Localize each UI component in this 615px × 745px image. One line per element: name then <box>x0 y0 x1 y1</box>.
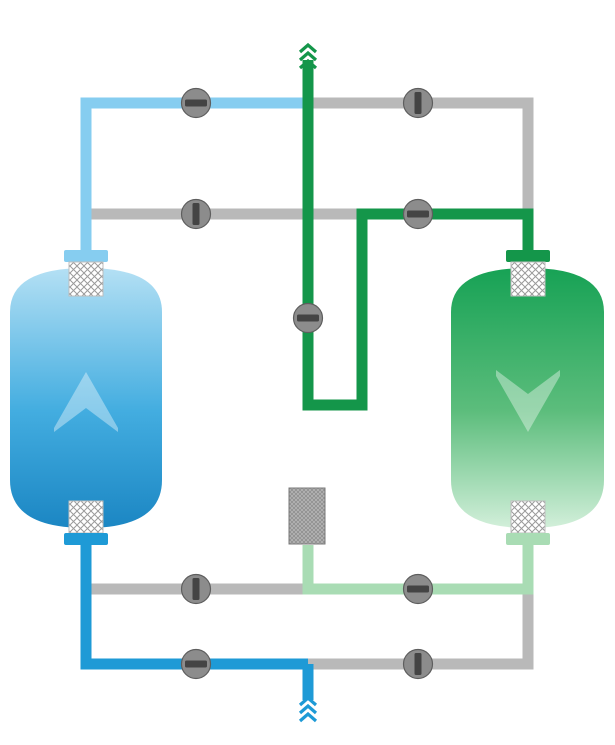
valve-center-vertical[interactable] <box>292 302 324 334</box>
valve-bottom-right[interactable] <box>402 648 434 680</box>
outlet-flow-arrows <box>298 42 318 70</box>
valve-top-left[interactable] <box>180 87 212 119</box>
down-arrow-icon <box>496 370 560 432</box>
left-tower-body <box>10 268 162 528</box>
left-tower-bottom-cap <box>64 533 108 545</box>
right-tower-top-filter <box>510 261 546 297</box>
valve-lower-mid-left[interactable] <box>180 573 212 605</box>
left-tower-top-filter <box>68 261 104 297</box>
inlet-flow-arrows <box>298 695 318 723</box>
right-tower-bottom-cap <box>506 533 550 545</box>
left-tower-top-cap <box>64 250 108 262</box>
pipe-outlet-green <box>302 60 534 411</box>
pipe-network <box>80 60 534 700</box>
valve-lower-mid-right[interactable] <box>402 573 434 605</box>
pipe-top-left-lightblue <box>80 97 306 255</box>
pipe-top-right-gray <box>306 97 534 215</box>
right-tower-body <box>451 268 604 528</box>
left-adsorber-tower <box>10 250 162 545</box>
valve-top-right[interactable] <box>402 87 434 119</box>
valve-bottom-left[interactable] <box>180 648 212 680</box>
right-adsorber-tower <box>451 250 604 545</box>
valve-upper-mid-left[interactable] <box>180 198 212 230</box>
valve-upper-mid-right[interactable] <box>402 198 434 230</box>
pipe-bottom-right-gray <box>308 589 534 670</box>
right-tower-bottom-filter <box>510 500 546 534</box>
pipe-bottom-left-blue <box>80 540 308 670</box>
left-tower-bottom-filter <box>68 500 104 534</box>
exhaust-silencer <box>288 487 326 545</box>
up-arrow-icon <box>54 372 118 432</box>
right-tower-top-cap <box>506 250 550 262</box>
